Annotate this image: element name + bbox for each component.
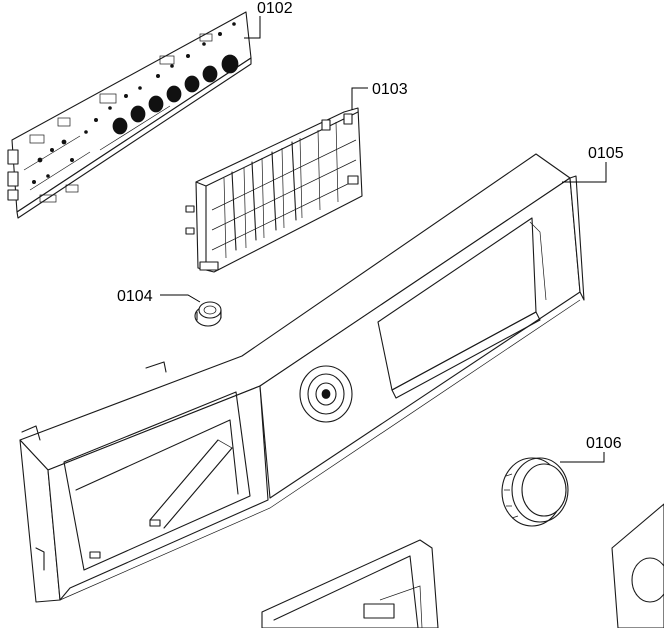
- part-0104-small-knob[interactable]: [194, 301, 222, 327]
- label-0103: 0103: [372, 81, 408, 98]
- part-0103-button-carrier[interactable]: [185, 107, 363, 273]
- callout-0105: 0105: [562, 145, 624, 183]
- lower-right-part: [611, 503, 664, 628]
- lower-panel-part: [261, 539, 439, 628]
- knob-seat: [299, 365, 353, 423]
- callout-0102: 0102: [244, 0, 293, 39]
- carrier-lattice: [211, 121, 357, 259]
- callout-0103: 0103: [351, 81, 408, 110]
- drawer-opening: [63, 391, 251, 571]
- label-0105: 0105: [588, 145, 624, 162]
- label-0104: 0104: [117, 288, 153, 305]
- part-0105-control-panel[interactable]: [19, 153, 585, 603]
- label-0106: 0106: [586, 435, 622, 452]
- display-window: [377, 217, 547, 399]
- callout-0104: 0104: [117, 288, 201, 305]
- board-components: [23, 22, 236, 203]
- part-0102-circuit-board[interactable]: [7, 11, 252, 219]
- callout-0106: 0106: [560, 435, 622, 463]
- encoder-knobs: [112, 54, 239, 135]
- label-0102: 0102: [257, 0, 293, 17]
- part-0106-selector-knob[interactable]: [501, 457, 569, 527]
